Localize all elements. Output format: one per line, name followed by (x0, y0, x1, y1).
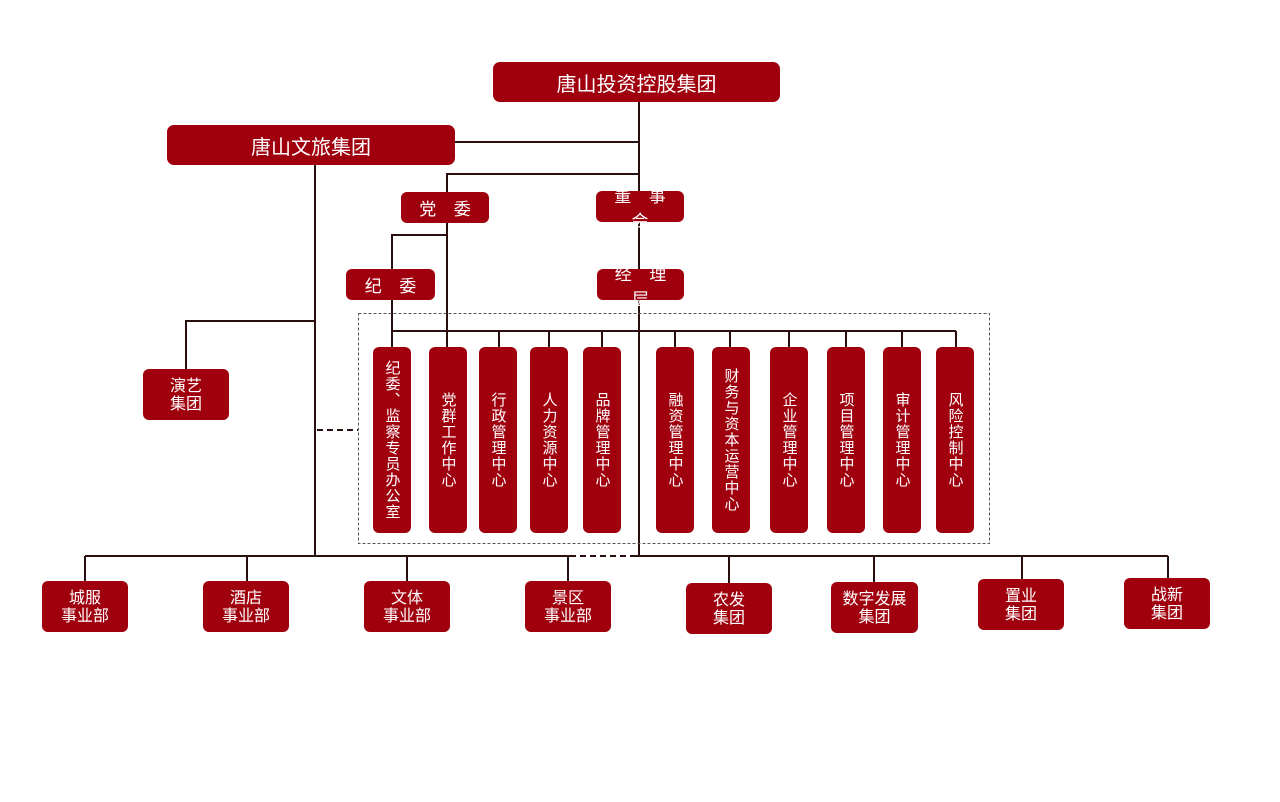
center-node: 党群工作中心 (429, 347, 467, 533)
center-label: 财务与资本运营中心 (722, 368, 741, 512)
centers-dashed-box (358, 313, 990, 544)
center-node: 风险控制中心 (936, 347, 974, 533)
subsidiary-node: 景区 事业部 (525, 581, 611, 632)
jinglichen-node: 经 理 层 (597, 265, 684, 310)
line-jiwei-branch (391, 234, 447, 270)
subsidiary-node: 战新 集团 (1124, 578, 1210, 629)
center-node: 人力资源中心 (530, 347, 568, 533)
center-node: 品牌管理中心 (583, 347, 621, 533)
root-node: 唐山投资控股集团 (493, 62, 780, 102)
center-label: 项目管理中心 (837, 392, 856, 488)
yanyi-node: 演艺 集团 (143, 369, 229, 420)
subsidiary-node: 置业 集团 (978, 579, 1064, 630)
center-node: 融资管理中心 (656, 347, 694, 533)
subsidiary-node: 文体 事业部 (364, 581, 450, 632)
subsidiary-node: 酒店 事业部 (203, 581, 289, 632)
center-node: 审计管理中心 (883, 347, 921, 533)
subsidiary-node: 城服 事业部 (42, 581, 128, 632)
center-label: 企业管理中心 (780, 392, 799, 488)
center-label: 审计管理中心 (893, 392, 912, 488)
line-dangwei-branch (446, 173, 639, 193)
dongshihui-node: 董 事 会 (596, 187, 684, 232)
center-label: 融资管理中心 (666, 392, 685, 488)
center-label: 人力资源中心 (540, 392, 559, 488)
center-node: 纪委、监察专员办公室 (373, 347, 411, 533)
center-label: 风险控制中心 (946, 392, 965, 488)
center-node: 企业管理中心 (770, 347, 808, 533)
center-node: 行政管理中心 (479, 347, 517, 533)
line-yanyi (185, 320, 315, 370)
center-label: 纪委、监察专员办公室 (383, 360, 402, 520)
center-node: 财务与资本运营中心 (712, 347, 750, 533)
subsidiary-node: 农发 集团 (686, 583, 772, 634)
center-node: 项目管理中心 (827, 347, 865, 533)
center-label: 党群工作中心 (439, 392, 458, 488)
dangwei-node: 党 委 (401, 192, 489, 223)
center-label: 品牌管理中心 (593, 392, 612, 488)
subsidiary-node: 数字发展 集团 (831, 582, 918, 633)
wenlv-node: 唐山文旅集团 (167, 125, 455, 165)
jiwei-node: 纪 委 (346, 269, 435, 300)
center-label: 行政管理中心 (489, 392, 508, 488)
